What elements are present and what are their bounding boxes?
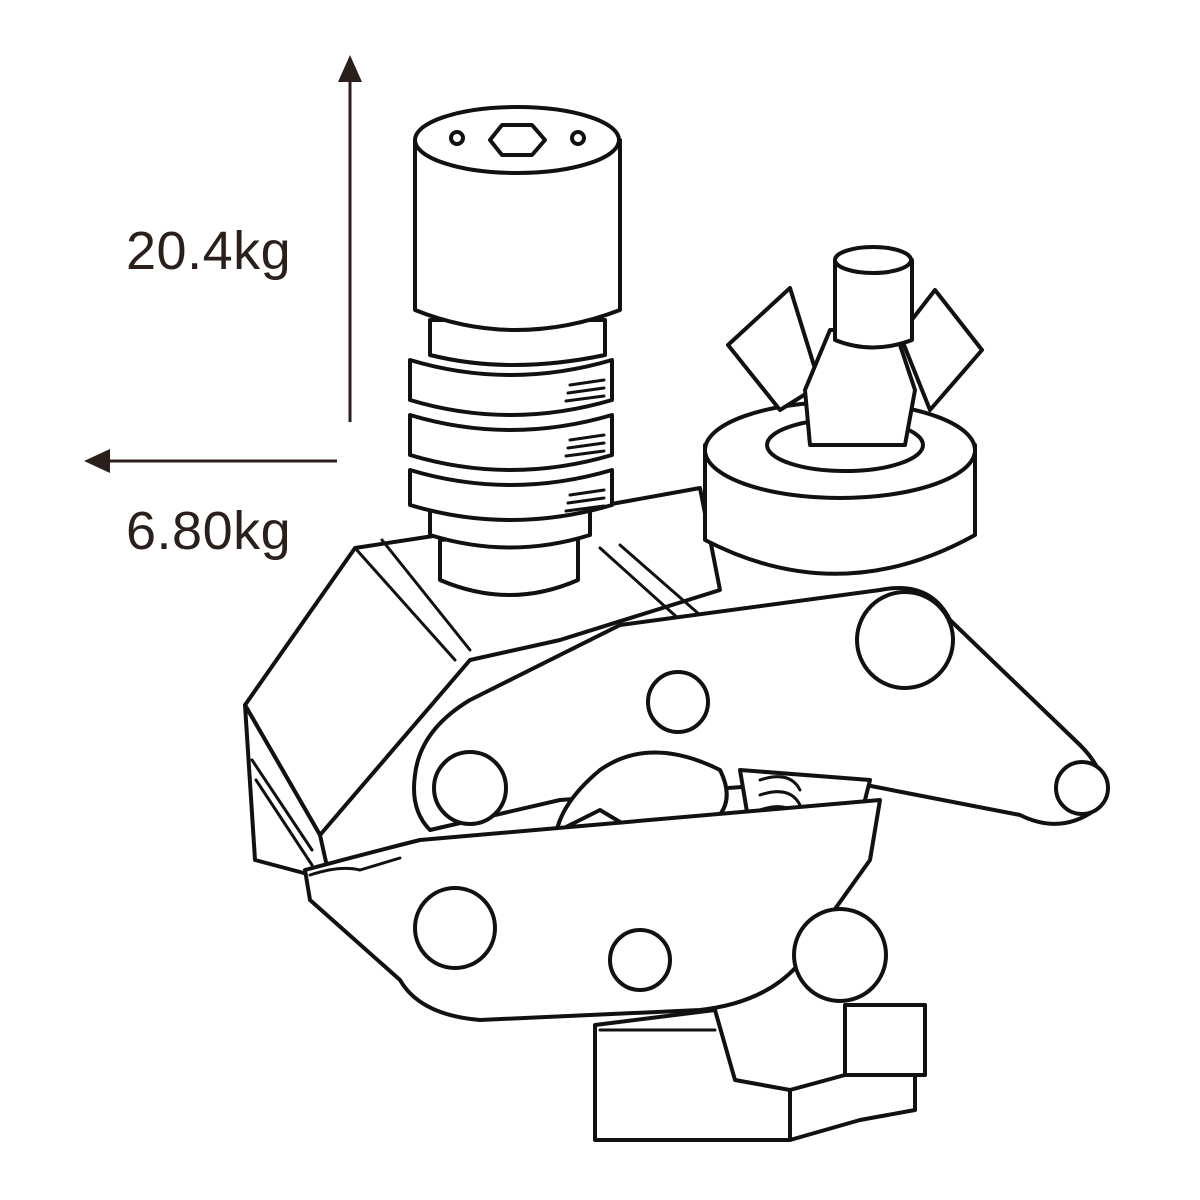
upper-lever (412, 586, 1110, 832)
arrow-left-icon (84, 449, 337, 473)
locking-handle (593, 1003, 927, 1142)
clamp-body (243, 486, 722, 882)
arrow-up-icon (338, 55, 362, 422)
lower-lever (303, 798, 888, 1022)
horizontal-load-label: 6.80kg (126, 501, 292, 561)
vertical-load-label: 20.4kg (126, 221, 292, 281)
wing-nut (703, 245, 984, 576)
spigot (408, 105, 622, 597)
